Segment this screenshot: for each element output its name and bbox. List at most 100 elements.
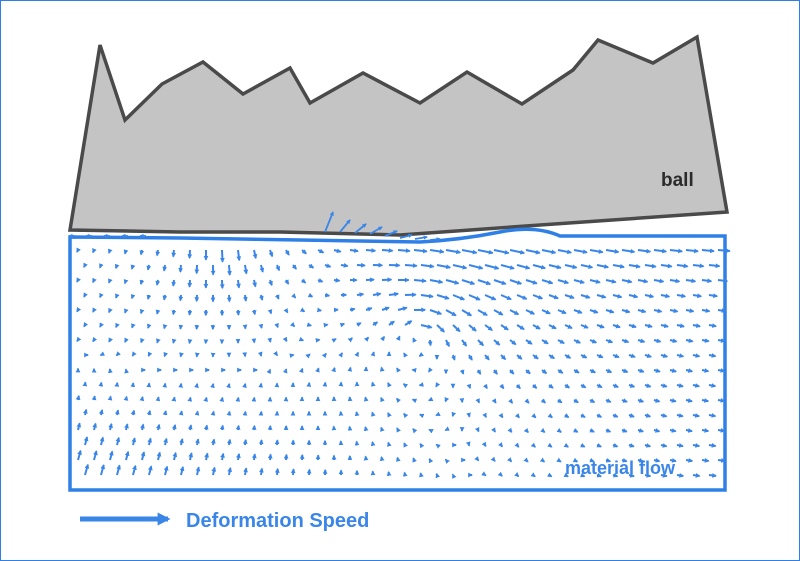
- flow-arrow: [605, 368, 613, 374]
- flow-arrow: [644, 473, 652, 478]
- flow-arrow: [139, 249, 145, 256]
- flow-arrow: [115, 436, 121, 446]
- flow-arrow: [236, 279, 241, 289]
- flow-arrow: [124, 308, 129, 314]
- flow-arrow: [676, 443, 684, 448]
- flow-arrow: [484, 354, 490, 361]
- flow-arrow: [490, 456, 496, 462]
- flow-arrow: [532, 324, 541, 330]
- flow-arrow: [653, 398, 661, 403]
- flow-arrow: [612, 413, 619, 418]
- flow-arrow: [131, 437, 137, 446]
- flow-arrow: [83, 408, 88, 416]
- flow-arrow: [114, 263, 120, 270]
- flow-arrow: [76, 277, 81, 283]
- flow-arrow: [155, 396, 161, 402]
- flow-arrow: [235, 309, 241, 316]
- flow-arrow: [132, 464, 137, 476]
- flow-arrow: [445, 279, 460, 285]
- flow-arrow: [187, 424, 193, 431]
- flow-arrow: [252, 279, 257, 288]
- flow-arrow: [114, 409, 120, 416]
- flow-arrow: [708, 413, 717, 418]
- flow-arrow: [692, 443, 701, 448]
- flow-arrow: [299, 307, 306, 313]
- flow-arrow: [573, 339, 582, 344]
- flow-arrow: [497, 471, 503, 477]
- flow-arrow: [524, 398, 530, 404]
- flow-arrow: [644, 293, 655, 299]
- flow-arrow: [628, 413, 635, 418]
- flow-arrow: [321, 352, 327, 359]
- flow-arrow: [84, 463, 90, 476]
- flow-arrow: [316, 307, 323, 313]
- flow-arrow: [484, 294, 497, 301]
- flow-arrow: [708, 293, 719, 299]
- flow-arrow: [461, 249, 478, 255]
- flow-arrow: [171, 309, 177, 316]
- flow-arrow: [605, 398, 612, 403]
- flow-arrow: [124, 423, 129, 431]
- flow-arrow: [226, 438, 232, 446]
- flow-arrow: [354, 351, 360, 358]
- flow-arrow: [116, 464, 121, 476]
- flow-arrow: [194, 410, 200, 416]
- flow-arrow: [107, 278, 113, 284]
- flow-arrow: [365, 307, 373, 312]
- flow-arrow: [338, 352, 344, 358]
- flow-arrow: [557, 249, 573, 255]
- flow-arrow: [621, 248, 636, 254]
- flow-arrow: [589, 249, 604, 254]
- flow-arrow: [315, 367, 320, 373]
- flow-arrow: [178, 410, 184, 416]
- flow-arrow: [685, 338, 694, 343]
- flow-arrow: [637, 338, 646, 344]
- flow-arrow: [637, 398, 645, 403]
- flow-arrow: [429, 237, 441, 242]
- flow-arrow: [580, 383, 587, 389]
- flow-arrow: [258, 323, 264, 329]
- flow-arrow: [156, 451, 162, 461]
- flow-arrow: [548, 264, 562, 270]
- flow-arrow: [140, 451, 146, 461]
- flow-arrow: [178, 324, 184, 330]
- flow-arrow: [258, 439, 264, 446]
- flow-arrow: [596, 353, 604, 359]
- flow-arrow: [621, 338, 630, 344]
- flow-arrow: [515, 383, 521, 390]
- flow-arrow: [653, 308, 663, 314]
- flow-arrow: [461, 339, 468, 347]
- flow-arrow: [123, 249, 129, 255]
- flow-arrow: [76, 307, 82, 313]
- flow-arrow: [493, 309, 504, 316]
- flow-arrow: [333, 277, 341, 283]
- flow-arrow: [596, 442, 602, 448]
- flow-arrow: [403, 442, 408, 448]
- flow-arrow: [108, 307, 113, 314]
- flow-arrow: [92, 277, 97, 284]
- flow-arrow: [676, 383, 684, 388]
- flow-arrow: [204, 452, 209, 461]
- flow-arrow: [308, 263, 315, 269]
- flow-arrow: [131, 323, 136, 329]
- flow-arrow: [155, 423, 161, 431]
- flow-arrow: [701, 458, 710, 463]
- flow-arrow: [452, 324, 461, 333]
- flow-arrow: [660, 353, 669, 358]
- flow-arrow: [589, 457, 595, 463]
- flow-arrow: [451, 354, 456, 361]
- flow-arrow: [139, 308, 145, 315]
- flow-arrow: [557, 309, 567, 315]
- flow-arrow: [482, 412, 487, 418]
- flow-arrow: [163, 465, 169, 476]
- flow-arrow: [172, 451, 178, 461]
- flow-arrow: [516, 264, 531, 270]
- flow-arrow: [324, 292, 331, 298]
- flow-arrow: [251, 453, 257, 461]
- flow-arrow: [131, 351, 137, 357]
- flow-arrow: [477, 249, 494, 255]
- flow-arrow: [628, 323, 637, 329]
- flow-arrow: [509, 279, 523, 285]
- flow-arrow: [637, 308, 647, 314]
- ball-shape: [67, 34, 730, 237]
